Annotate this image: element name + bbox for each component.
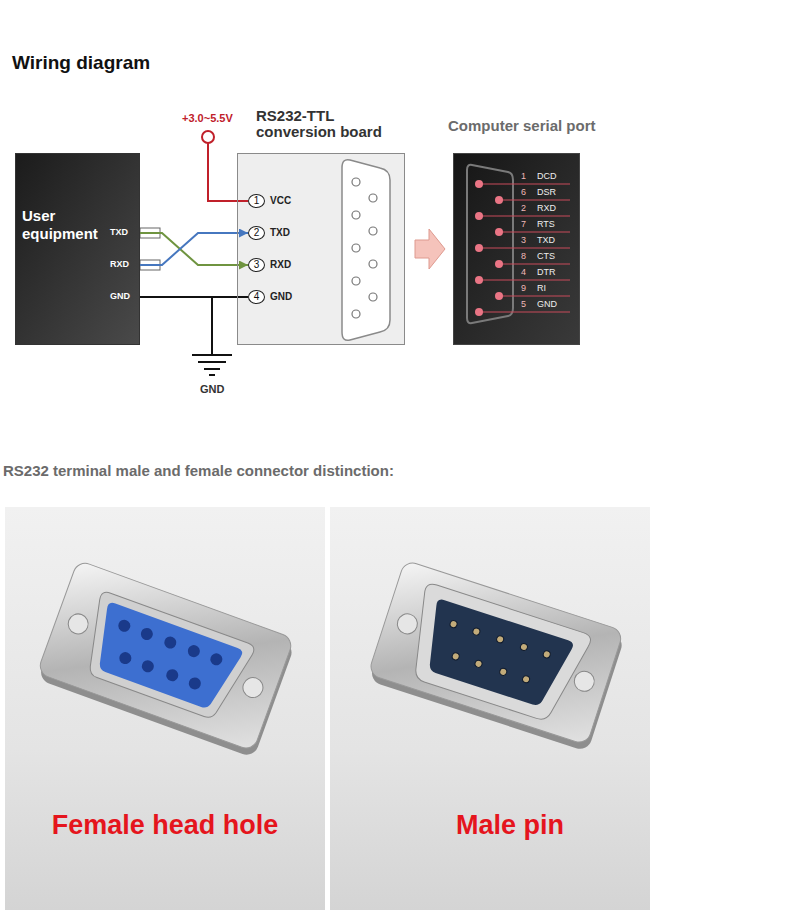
signal-wire (140, 233, 248, 265)
section-heading: RS232 terminal male and female connector… (3, 462, 394, 479)
photo-ground (330, 507, 650, 910)
signal-name: RXD (270, 259, 291, 270)
signal-name: VCC (270, 195, 291, 206)
pin-number: 5 (521, 299, 526, 310)
node-text: 1 (249, 195, 264, 207)
serial-port-box: Computer serial port (453, 153, 580, 345)
flow-arrow (415, 229, 445, 269)
pin-number: 4 (521, 267, 526, 278)
male-connector (366, 560, 627, 752)
pin-number: 7 (521, 219, 526, 230)
signal-name: GND (110, 291, 130, 301)
signal-name: TXD (537, 235, 555, 246)
pin-number: 3 (521, 235, 526, 246)
pin-number: 6 (521, 187, 526, 198)
signal-name: DTR (537, 267, 556, 278)
port-fill (453, 153, 580, 345)
pin-circle: 1 (248, 194, 265, 208)
node-text: 2 (249, 227, 264, 239)
ground-label: GND (200, 383, 224, 395)
voltage-label: +3.0~5.5V (182, 112, 233, 124)
photo-panel: Female head hole (5, 507, 325, 910)
node-text: RS232-TTL conversion board (256, 108, 406, 140)
pin-number: 2 (521, 203, 526, 214)
db9-holes (352, 178, 377, 318)
signal-wire (140, 233, 248, 265)
converter-board: RS232-TTL conversion board1234 (237, 153, 405, 345)
signal-name: RXD (110, 259, 129, 269)
node-text: 3 (249, 259, 264, 271)
supply-terminal (202, 131, 214, 143)
pin-dots (475, 180, 503, 316)
photo-ground (5, 507, 325, 910)
node-text: Male pin (456, 809, 650, 841)
pin-circle: 2 (248, 226, 265, 240)
signal-name: TXD (270, 227, 290, 238)
photo-panel: Male pin (330, 507, 650, 910)
signal-name: TXD (110, 227, 128, 237)
ground-symbol (192, 355, 232, 375)
signal-wire (140, 296, 248, 298)
node-text: Female head hole (5, 809, 325, 841)
pin-number: 1 (521, 171, 526, 182)
signal-name: RI (537, 283, 546, 294)
pin-number: 8 (521, 251, 526, 262)
signal-name: CTS (537, 251, 555, 262)
pin-lines (479, 184, 570, 312)
signal-name: GND (270, 291, 292, 302)
signal-name: RXD (537, 203, 556, 214)
pin-circle: 4 (248, 290, 265, 304)
device-fill (15, 153, 140, 345)
pin-circle: 3 (248, 258, 265, 272)
signal-name: RTS (537, 219, 555, 230)
board-fill (237, 153, 405, 345)
db9-outline (342, 160, 390, 341)
signal-name: DSR (537, 187, 556, 198)
diagram-title: Wiring diagram (12, 52, 150, 74)
vcc-wire (208, 143, 248, 201)
signal-name: DCD (537, 171, 557, 182)
db9-outline (467, 165, 513, 323)
device-box: User equipment (15, 153, 140, 345)
node-text: Computer serial port (448, 117, 668, 134)
female-connector (35, 560, 297, 758)
node-text: 4 (249, 291, 264, 303)
pin-number: 9 (521, 283, 526, 294)
signal-name: GND (537, 299, 557, 310)
ground-wire (211, 297, 213, 355)
node-text: User equipment (22, 207, 106, 243)
